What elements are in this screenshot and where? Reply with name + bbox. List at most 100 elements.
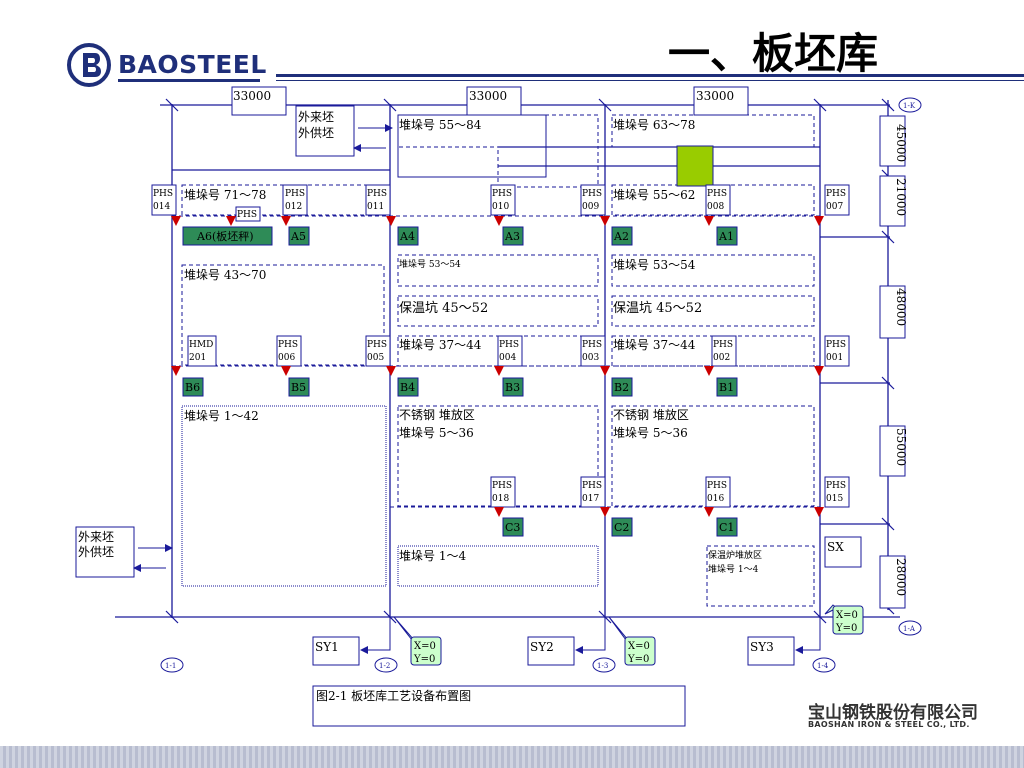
svg-text:SX: SX <box>827 540 844 554</box>
zone-ss-a2: 堆垛号 5～36 <box>399 425 474 440</box>
company-name-cn: 宝山钢铁股份有限公司 <box>808 703 978 723</box>
svg-text:PHS: PHS <box>713 340 733 350</box>
origin-2-x: X=0 <box>628 641 650 652</box>
baosteel-emblem-icon <box>67 43 111 87</box>
svg-text:PHS: PHS <box>278 340 298 350</box>
label-a3: A3 <box>502 226 524 246</box>
svg-text:C2: C2 <box>614 521 629 534</box>
phs-015: PHS 015 <box>824 476 850 508</box>
origin-callouts: X=0 Y=0 X=0 Y=0 X=0 Y=0 <box>393 604 864 666</box>
label-b5: B5 <box>288 377 310 397</box>
external-feed-top: 外来坯 外供坯 <box>295 105 393 157</box>
svg-text:012: 012 <box>285 202 302 212</box>
rail-markers <box>171 216 824 517</box>
sy3: SY3 <box>750 640 774 654</box>
svg-text:B5: B5 <box>291 381 306 394</box>
svg-text:014: 014 <box>153 202 170 212</box>
svg-text:011: 011 <box>367 202 384 212</box>
svg-text:PHS: PHS <box>367 340 387 350</box>
header-divider <box>276 74 1024 77</box>
axis-1-a: 1-A <box>903 625 916 633</box>
svg-text:002: 002 <box>713 353 730 363</box>
zone-55-62: 堆垛号 55～62 <box>613 187 695 202</box>
phs-010: PHS 010 <box>490 184 516 216</box>
axis-1-k: 1-K <box>903 102 916 110</box>
zone-furnace-1: 保温炉堆放区 <box>708 549 762 561</box>
svg-text:B2: B2 <box>614 381 629 394</box>
svg-text:PHS: PHS <box>826 481 846 491</box>
zone-1-4: 堆垛号 1～4 <box>399 548 466 563</box>
label-a5: A5 <box>288 226 310 246</box>
dimension-ticks <box>165 98 895 624</box>
ext-top-line1: 外来坯 <box>298 110 334 124</box>
svg-text:009: 009 <box>582 202 599 212</box>
ext-top-line2: 外供坯 <box>298 126 334 140</box>
zone-63-78: 堆垛号 63～78 <box>613 117 695 132</box>
bay-dim-2: 21000 <box>894 178 908 216</box>
svg-text:PHS: PHS <box>707 189 727 199</box>
phs-018: PHS 018 <box>490 476 516 508</box>
zone-71-78: 堆垛号 71～78 <box>184 187 266 202</box>
sy-connectors <box>360 618 821 654</box>
label-a1: A1 <box>716 226 738 246</box>
svg-text:018: 018 <box>492 494 509 504</box>
origin-3-y: Y=0 <box>835 623 857 634</box>
zone-furnace-2: 堆垛号 1～4 <box>708 564 759 575</box>
label-b3: B3 <box>502 377 524 397</box>
header-divider-thin <box>276 80 1024 81</box>
phs-002: PHS 002 <box>711 335 737 367</box>
axis-1-3: 1-3 <box>597 662 608 670</box>
label-c2: C2 <box>611 517 633 537</box>
zone-53-54b: 堆垛号 53～54 <box>613 257 696 272</box>
svg-text:A2: A2 <box>613 230 629 243</box>
svg-text:A6(板坯秤): A6(板坯秤) <box>196 229 254 243</box>
label-b4: B4 <box>397 377 419 397</box>
sy2: SY2 <box>530 640 554 654</box>
svg-text:C3: C3 <box>505 521 520 534</box>
baosteel-logo: BAOSTEEL <box>66 42 276 88</box>
label-a4: A4 <box>397 226 419 246</box>
svg-text:PHS: PHS <box>826 340 846 350</box>
label-b1: B1 <box>716 377 738 397</box>
axis-1-4: 1-4 <box>817 662 829 670</box>
span-3: 33000 <box>696 89 734 103</box>
label-c3: C3 <box>502 517 524 537</box>
svg-text:006: 006 <box>278 353 295 363</box>
zone-53-54a: 堆垛号 53～54 <box>399 259 461 270</box>
origin-3-x: X=0 <box>836 610 858 621</box>
svg-text:015: 015 <box>826 494 843 504</box>
svg-text:PHS: PHS <box>153 189 173 199</box>
svg-text:A4: A4 <box>399 230 415 243</box>
svg-text:010: 010 <box>492 202 509 212</box>
zone-pit-b: 保温坑 45～52 <box>613 301 702 316</box>
zone-1-42: 堆垛号 1～42 <box>184 408 259 423</box>
bay-dim-1: 45000 <box>894 124 908 162</box>
svg-text:PHS: PHS <box>492 189 512 199</box>
svg-text:016: 016 <box>707 494 724 504</box>
origin-1-y: Y=0 <box>413 654 435 665</box>
zone-37-44b: 堆垛号 37～44 <box>613 337 696 352</box>
label-a6: A6(板坯秤) <box>182 226 273 246</box>
span-dimensions: 33000 33000 33000 <box>231 86 749 116</box>
zone-ss-b2: 堆垛号 5～36 <box>613 425 688 440</box>
axis-1-2: 1-2 <box>379 662 390 670</box>
svg-text:PHS: PHS <box>707 481 727 491</box>
sy-units: SY1 SY2 SY3 <box>312 636 795 666</box>
svg-text:图2-1 板坯库工艺设备布置图: 图2-1 板坯库工艺设备布置图 <box>316 688 471 703</box>
svg-text:PHS: PHS <box>492 481 512 491</box>
svg-text:201: 201 <box>189 353 206 363</box>
svg-text:PHS: PHS <box>499 340 519 350</box>
svg-text:B6: B6 <box>185 381 200 394</box>
equipment-labels: A6(板坯秤) A5 A4 A3 A2 A1 B6 B5 B4 B3 B2 B1… <box>182 226 738 537</box>
svg-text:PHS: PHS <box>826 189 846 199</box>
bay-dim-3: 48000 <box>894 288 908 326</box>
phs-006: PHS 006 <box>276 335 302 367</box>
svg-text:B1: B1 <box>719 381 734 394</box>
green-spot <box>676 145 714 187</box>
span-1: 33000 <box>233 89 271 103</box>
